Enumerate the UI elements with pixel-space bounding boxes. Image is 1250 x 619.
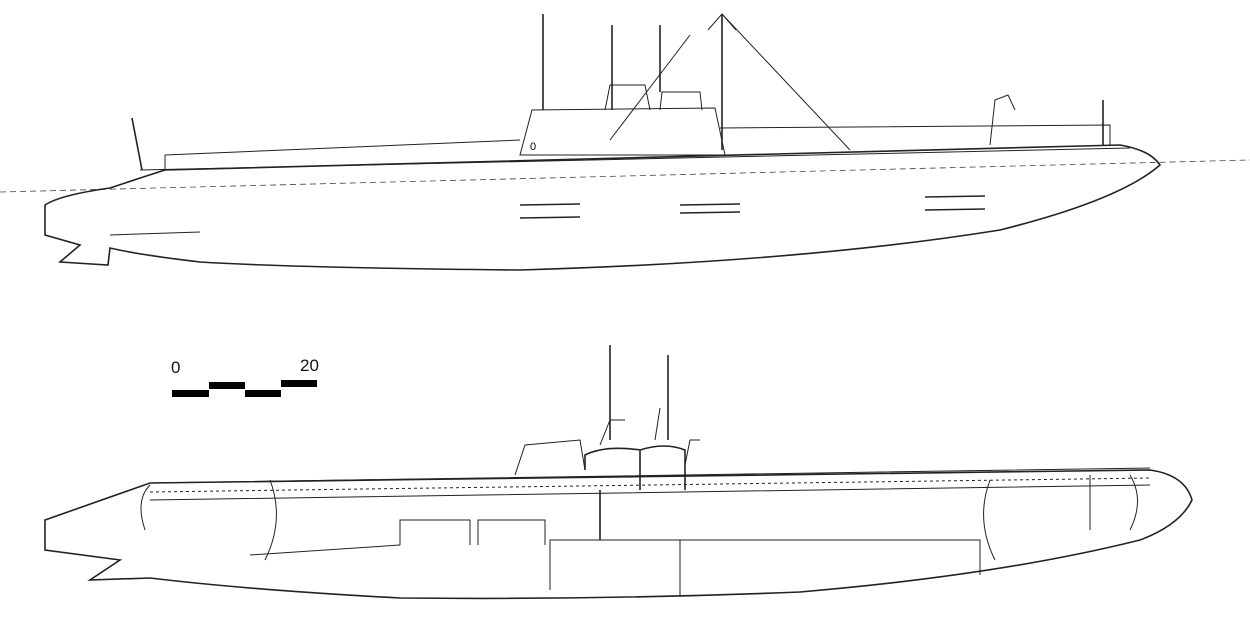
scale-bar [172,380,317,397]
scale-label-end: 20 [300,356,319,375]
waterline [0,159,1250,193]
shaft [109,231,201,236]
stern-mast [131,117,143,171]
lower-hull [44,469,1193,600]
casing [149,467,1151,501]
aft-compartment [140,479,277,561]
battery-compartment [549,539,981,595]
tower-structures [604,84,703,111]
deck-line [139,147,1131,171]
forward-compartment [983,474,1138,561]
diesel-engines [399,519,546,545]
scale-label-start: 0 [171,358,181,377]
exterior-profile [0,13,1250,271]
hull-openings [519,195,986,219]
crane [989,94,1016,146]
deck-rail [164,124,1111,170]
upper-hull [44,144,1162,271]
rigging [609,13,851,151]
propeller-shaft [249,544,401,556]
frame-line [149,477,1151,493]
lower-conning-tower [584,445,686,540]
conning-tower [519,107,726,156]
superstructure [514,439,586,476]
interior-section [44,345,1193,600]
tower-marking: 0 [530,141,536,153]
